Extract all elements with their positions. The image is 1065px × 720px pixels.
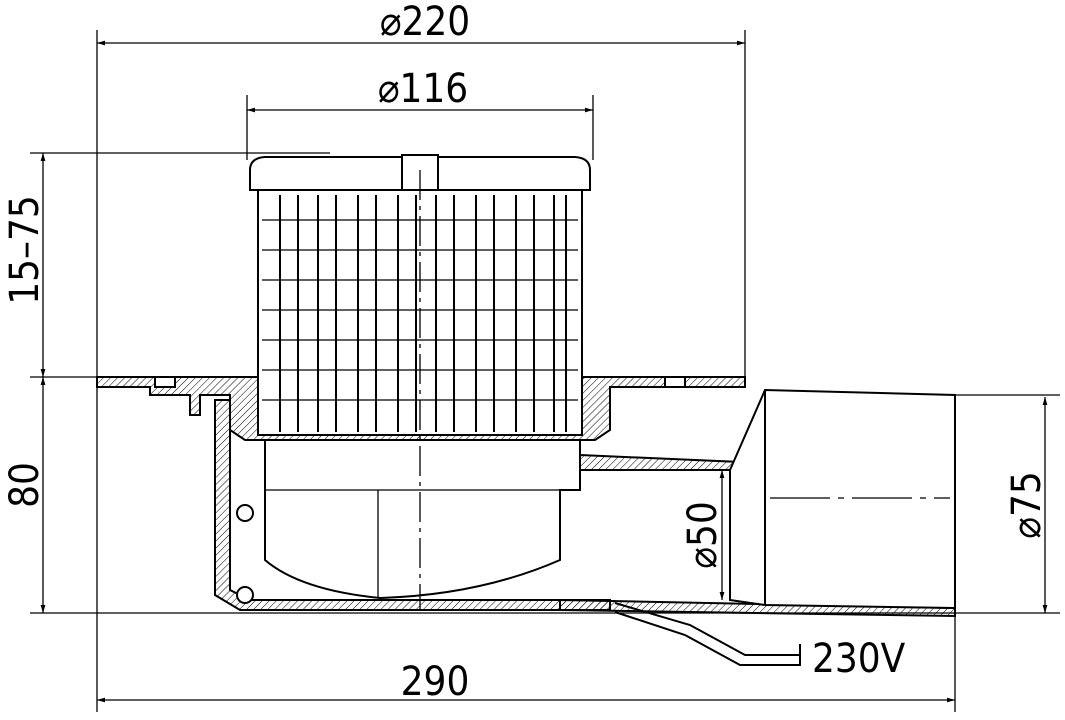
dim-height-adjust: 15–75	[2, 195, 48, 305]
heating-cable	[614, 602, 801, 666]
outlet-pipe	[559, 388, 956, 618]
drain-body	[214, 170, 611, 611]
dim-outlet-inner: ⌀50	[680, 501, 726, 568]
dim-body-height: 80	[2, 462, 48, 508]
dim-outlet-outer: ⌀75	[1004, 471, 1050, 538]
dim-grate-diameter: ⌀116	[378, 66, 468, 112]
dim-total-length: 290	[401, 659, 470, 705]
voltage-label: 230V	[812, 636, 906, 682]
dim-flange-diameter: ⌀220	[380, 0, 470, 45]
dimension-lines	[40, 40, 1048, 703]
